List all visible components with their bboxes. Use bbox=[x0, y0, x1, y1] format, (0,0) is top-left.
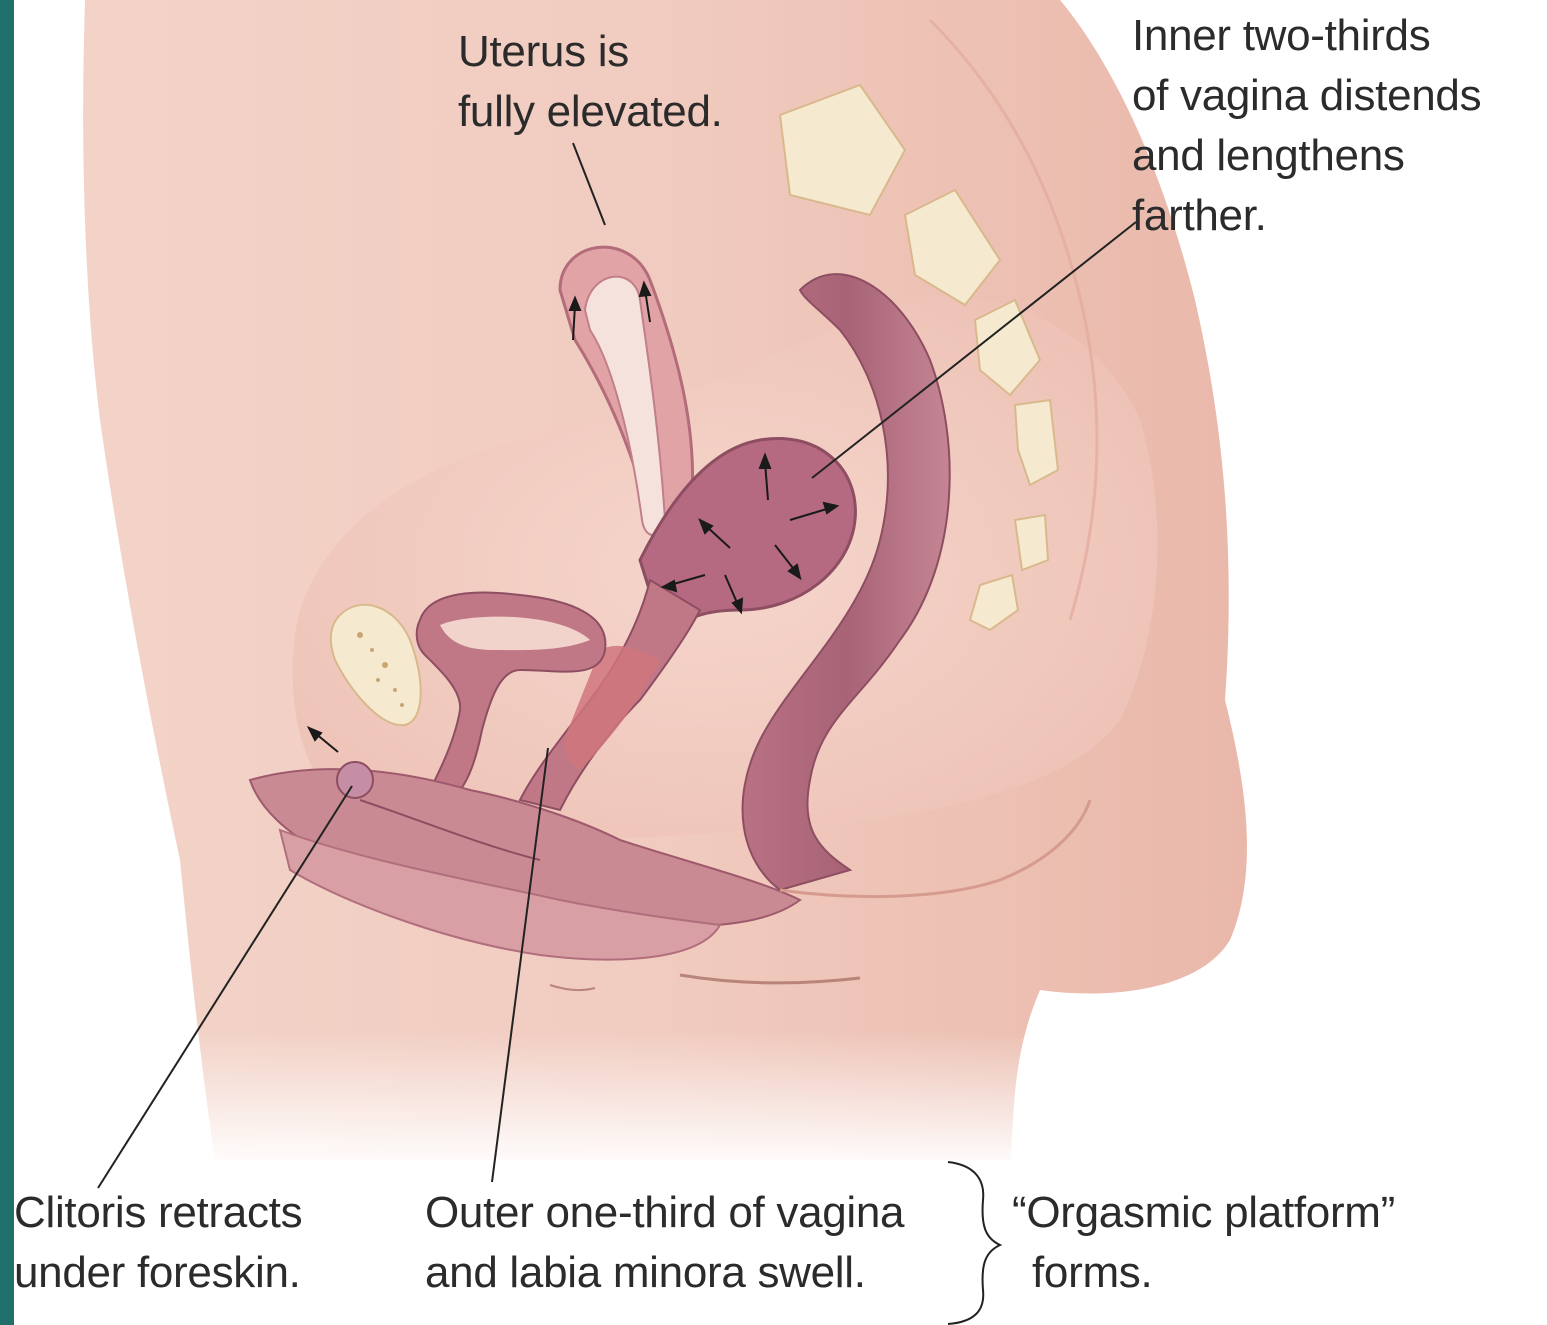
label-inner-vagina-line-3: and lengthens bbox=[1132, 126, 1481, 186]
label-orgasmic-platform-line-2: forms. bbox=[1012, 1243, 1395, 1303]
label-inner-vagina-line-1: Inner two-thirds bbox=[1132, 6, 1481, 66]
left-edge-band bbox=[0, 0, 14, 1325]
label-outer-vagina-line-2: and labia minora swell. bbox=[425, 1243, 904, 1303]
label-uterus-line-2: fully elevated. bbox=[458, 82, 723, 142]
label-orgasmic-platform: “Orgasmic platform” forms. bbox=[1012, 1183, 1395, 1303]
label-uterus-line-1: Uterus is bbox=[458, 22, 723, 82]
label-outer-vagina-line-1: Outer one-third of vagina bbox=[425, 1183, 904, 1243]
label-outer-vagina: Outer one-third of vagina and labia mino… bbox=[425, 1183, 904, 1303]
label-uterus: Uterus is fully elevated. bbox=[458, 22, 723, 142]
vertebra-5 bbox=[1015, 515, 1048, 570]
label-orgasmic-platform-line-1: “Orgasmic platform” bbox=[1012, 1183, 1395, 1243]
label-inner-vagina: Inner two-thirds of vagina distends and … bbox=[1132, 6, 1481, 246]
clitoris bbox=[337, 762, 373, 798]
label-clitoris-line-1: Clitoris retracts bbox=[14, 1183, 302, 1243]
label-clitoris-line-2: under foreskin. bbox=[14, 1243, 302, 1303]
label-inner-vagina-line-2: of vagina distends bbox=[1132, 66, 1481, 126]
label-inner-vagina-line-4: farther. bbox=[1132, 186, 1481, 246]
bottom-fade bbox=[14, 1030, 1547, 1170]
label-clitoris: Clitoris retracts under foreskin. bbox=[14, 1183, 302, 1303]
